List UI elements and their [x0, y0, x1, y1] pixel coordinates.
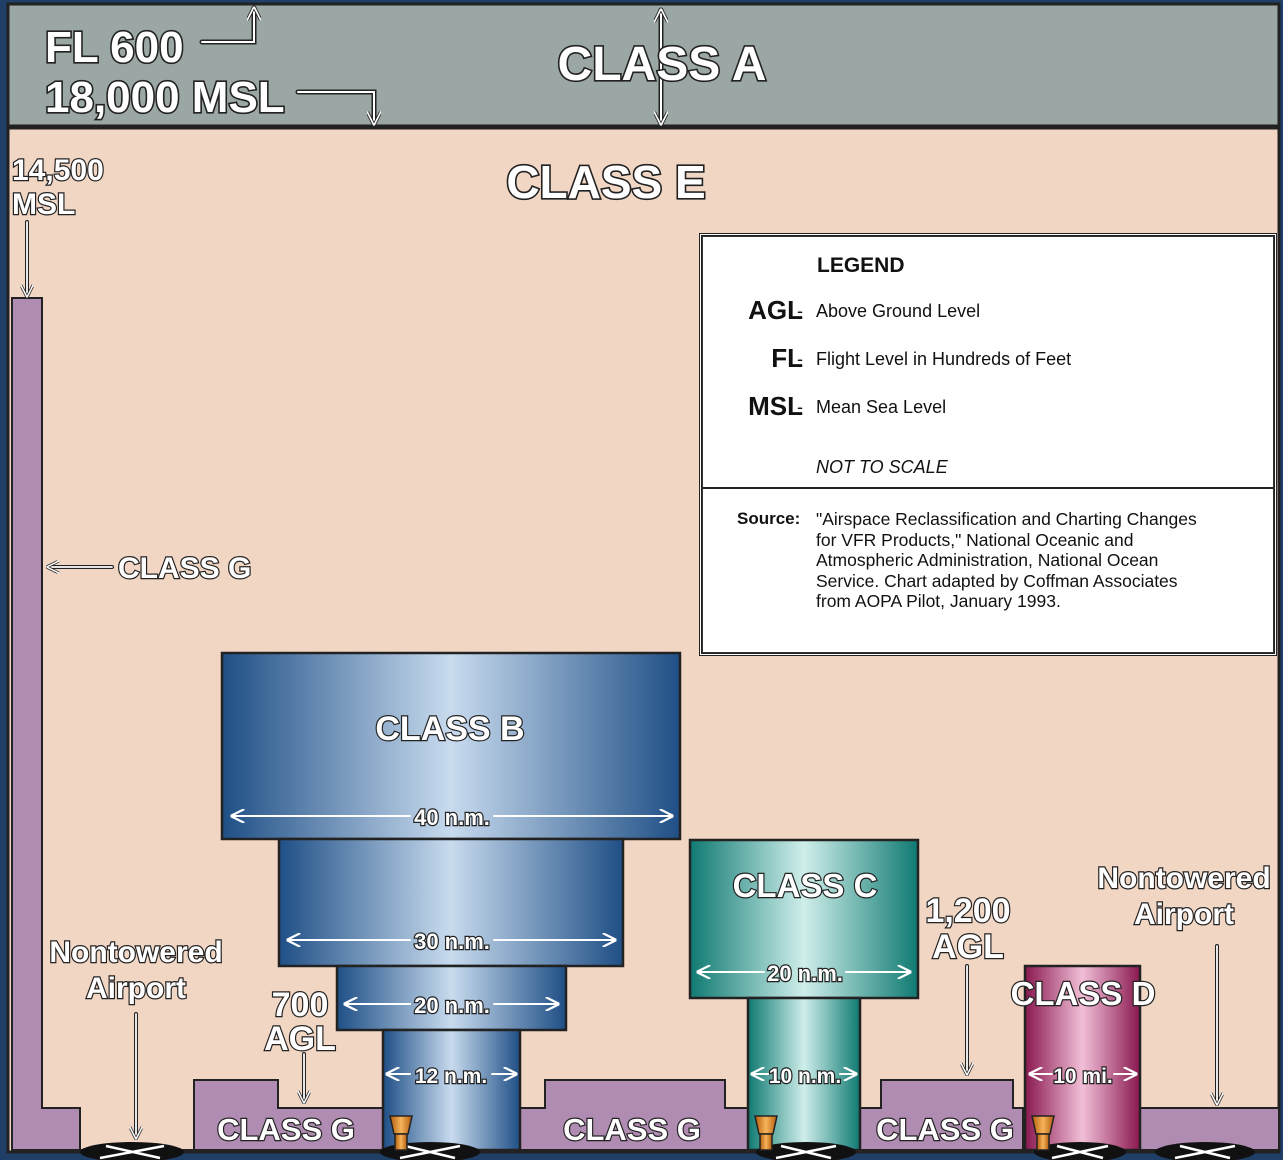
legend-def-msl: Mean Sea Level: [816, 397, 946, 418]
class-d-dim-10: 10 mi.: [1053, 1065, 1113, 1088]
legend-row-fl: FL - Flight Level in Hundreds of Feet: [703, 343, 1273, 373]
class-c-dim-10: 10 n.m.: [769, 1065, 841, 1088]
legend-def-fl: Flight Level in Hundreds of Feet: [816, 349, 1071, 370]
legend-row-msl: MSL - Mean Sea Level: [703, 391, 1273, 421]
class-c-dim-20: 20 n.m.: [767, 961, 843, 986]
msl14500-unit: MSL: [12, 188, 75, 221]
agl700-unit: AGL: [264, 1020, 336, 1058]
class-g-ground-label-1: CLASS G: [217, 1112, 355, 1147]
class-d-label: CLASS D: [1011, 975, 1156, 1012]
nontowered-left-line1: Nontowered: [49, 936, 222, 969]
msl18000-label: 18,000 MSL: [45, 73, 285, 122]
legend-not-to-scale: NOT TO SCALE: [816, 457, 948, 478]
legend-row-agl: AGL - Above Ground Level: [703, 295, 1273, 325]
nontowered-right-line1: Nontowered: [1097, 862, 1270, 895]
legend-abbr-agl: AGL: [748, 295, 803, 326]
agl1200-unit: AGL: [932, 928, 1004, 966]
legend-abbr-msl: MSL: [748, 391, 803, 422]
class-b-dim-12: 12 n.m.: [415, 1065, 487, 1088]
legend-divider: [703, 487, 1273, 489]
fl600-label: FL 600: [45, 23, 184, 72]
legend-source-text: "Airspace Reclassification and Charting …: [816, 509, 1206, 612]
legend-def-agl: Above Ground Level: [816, 301, 980, 322]
class-g-side-label: CLASS G: [118, 552, 251, 585]
class-b-dim-20: 20 n.m.: [414, 993, 490, 1018]
class-e-label: CLASS E: [506, 156, 705, 208]
legend-dash: -: [797, 397, 803, 418]
legend-source-label: Source:: [737, 509, 800, 529]
agl700-value: 700: [272, 986, 329, 1024]
class-a-label: CLASS A: [558, 38, 767, 91]
class-g-ground-label-2: CLASS G: [563, 1112, 701, 1147]
agl1200-value: 1,200: [925, 892, 1010, 930]
legend-inner: LEGEND AGL - Above Ground Level FL - Fli…: [702, 236, 1274, 653]
nontowered-right-line2: Airport: [1134, 898, 1234, 931]
class-b-dim-40: 40 n.m.: [414, 805, 490, 830]
legend-dash: -: [797, 301, 803, 322]
class-b-label: CLASS B: [375, 710, 524, 748]
class-g-ground-label-3: CLASS G: [876, 1112, 1014, 1147]
class-b-dim-30: 30 n.m.: [414, 929, 490, 954]
legend-dash: -: [797, 349, 803, 370]
class-c-label: CLASS C: [733, 867, 878, 904]
msl14500-value: 14,500: [12, 154, 104, 187]
nontowered-left-line2: Airport: [86, 972, 186, 1005]
legend-box: LEGEND AGL - Above Ground Level FL - Fli…: [699, 233, 1277, 656]
legend-title: LEGEND: [817, 254, 905, 278]
